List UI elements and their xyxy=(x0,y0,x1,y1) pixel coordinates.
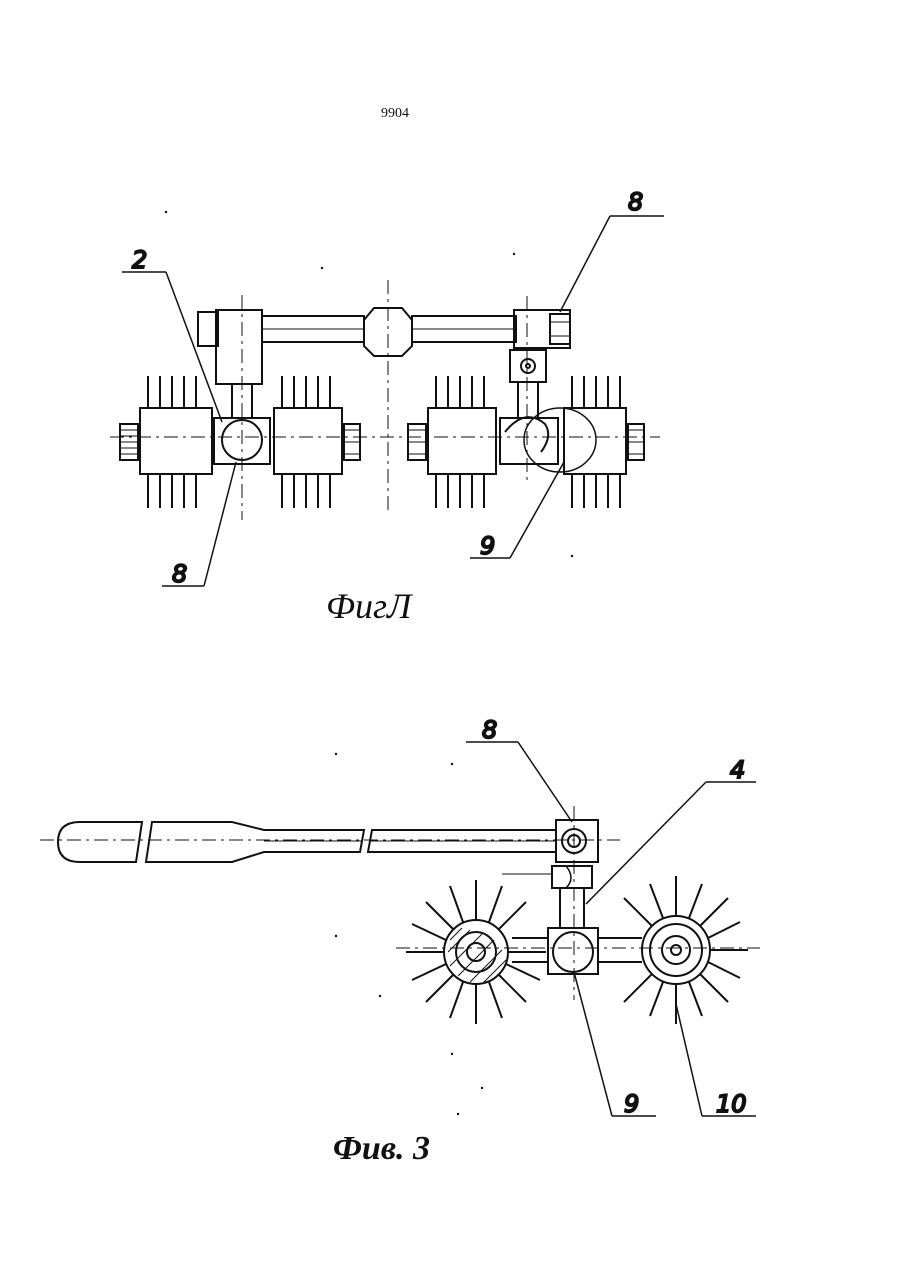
fig1-label-9: 9 xyxy=(480,532,495,560)
figure-1-drawing xyxy=(110,216,664,586)
fig1-label-8-bottom: 8 xyxy=(172,560,187,588)
fig1-label-8-top: 8 xyxy=(628,188,643,216)
figure-3-drawing xyxy=(40,742,760,1116)
fig3-label-4: 4 xyxy=(730,756,745,784)
fig3-label-10: 10 xyxy=(716,1090,747,1118)
fig3-label-8: 8 xyxy=(482,716,497,744)
fig3-label-9: 9 xyxy=(624,1090,639,1118)
fig1-label-2: 2 xyxy=(132,246,147,274)
figure-1-caption: ФигЛ xyxy=(326,585,411,627)
figure-3-caption: Фив. 3 xyxy=(333,1130,430,1168)
scan-speckles xyxy=(165,211,573,1115)
